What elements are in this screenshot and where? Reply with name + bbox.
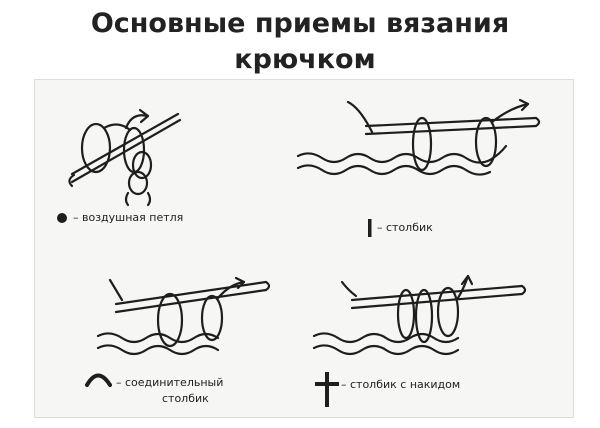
double-crochet-text: столбик с накидом: [350, 378, 461, 391]
legend-label-double-crochet: – столбик с накидом: [341, 378, 461, 391]
vertical-bar-icon: [368, 219, 372, 237]
cross-icon: [315, 372, 339, 407]
single-crochet-text: столбик: [386, 221, 433, 234]
legend-label-slip-stitch: – соединительный: [116, 376, 224, 389]
slip-stitch-illustration: [96, 276, 271, 356]
single-crochet-illustration: [296, 98, 541, 176]
filled-dot-icon: [57, 213, 67, 223]
page-title-line-1: Основные приемы вязания: [90, 8, 510, 39]
chain-stitch-illustration: [68, 108, 182, 207]
chain-stitch-text: воздушная петля: [82, 211, 184, 224]
legend-label-single-crochet: – столбик: [377, 221, 433, 234]
diagram-panel: [34, 79, 574, 418]
page-title-line-2: крючком: [234, 44, 376, 75]
arc-icon: [85, 373, 112, 387]
legend-label-slip-stitch-line-2: столбик: [162, 392, 209, 405]
legend-label-chain-stitch: – воздушная петля: [73, 211, 184, 224]
slip-stitch-text-line-1: соединительный: [125, 376, 224, 389]
double-crochet-illustration: [312, 274, 527, 356]
